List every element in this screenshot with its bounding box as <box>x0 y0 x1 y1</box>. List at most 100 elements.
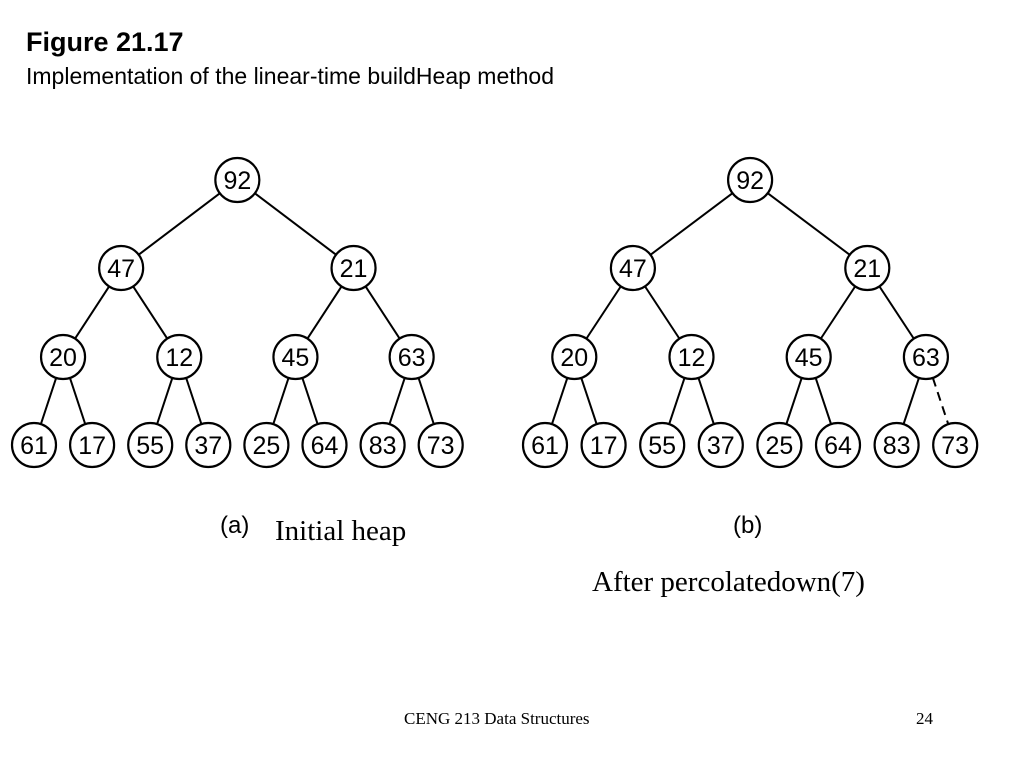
node-circle <box>756 421 803 469</box>
tree-edge <box>580 377 598 425</box>
heap-node: 45 <box>272 333 319 381</box>
node-circle <box>668 333 715 381</box>
heap-node: 37 <box>697 421 744 469</box>
tree-edge <box>902 377 920 425</box>
tree-edge <box>668 377 686 425</box>
node-circle <box>551 333 598 381</box>
tree-edge <box>185 377 203 425</box>
node-value: 17 <box>590 432 618 460</box>
heap-node: 25 <box>243 421 290 469</box>
node-circle <box>932 421 979 469</box>
heap-node: 92 <box>214 156 261 204</box>
tree-edge <box>39 377 58 425</box>
node-circle <box>330 244 377 292</box>
tree-edge <box>306 285 343 340</box>
tree-edge <box>814 377 832 425</box>
node-value: 92 <box>223 167 251 195</box>
node-circle <box>785 333 832 381</box>
node-circle <box>243 421 290 469</box>
node-value: 20 <box>560 344 588 372</box>
node-value: 20 <box>49 344 77 372</box>
heap-node: 63 <box>388 333 435 381</box>
tree-edge <box>156 377 174 425</box>
node-value: 12 <box>165 344 193 372</box>
node-value: 21 <box>340 255 368 283</box>
node-value: 21 <box>853 255 881 283</box>
node-value: 47 <box>107 255 135 283</box>
heap-node: 20 <box>551 333 598 381</box>
figure-subtitle: Implementation of the linear-time buildH… <box>26 63 555 89</box>
node-value: 55 <box>648 432 676 460</box>
tree-edge <box>417 377 435 425</box>
heap-node: 83 <box>873 421 920 469</box>
node-value: 17 <box>78 432 106 460</box>
node-value: 12 <box>678 344 706 372</box>
node-value: 37 <box>194 432 222 460</box>
node-circle <box>902 333 950 381</box>
node-circle <box>359 421 406 469</box>
heap-node: 61 <box>10 421 58 469</box>
node-circle <box>814 421 862 469</box>
tree-edge <box>585 285 622 340</box>
heap-node: 64 <box>814 421 862 469</box>
node-value: 92 <box>736 167 764 195</box>
diagram-b-label: (b) <box>733 512 763 539</box>
heap-node: 64 <box>301 421 348 469</box>
node-circle <box>580 421 627 469</box>
diagram-a-label: (a) <box>220 512 250 539</box>
node-circle <box>272 333 319 381</box>
tree-edge <box>132 285 169 340</box>
node-value: 63 <box>398 344 426 372</box>
node-value: 25 <box>252 432 280 460</box>
heap-node: 55 <box>639 421 686 469</box>
node-circle <box>873 421 920 469</box>
heap-node: 83 <box>359 421 406 469</box>
node-circle <box>639 421 686 469</box>
node-value: 61 <box>20 432 48 460</box>
node-value: 73 <box>427 432 455 460</box>
tree-edge <box>878 285 915 340</box>
tree-edge <box>272 377 290 425</box>
tree-edge <box>819 285 857 340</box>
heap-node: 45 <box>785 333 832 381</box>
heap-node: 37 <box>185 421 232 469</box>
node-circle <box>98 244 145 292</box>
tree-edge <box>254 192 337 256</box>
node-value: 73 <box>941 432 969 460</box>
node-circle <box>214 156 261 204</box>
heap-node: 20 <box>39 333 87 381</box>
dashed-edge <box>931 377 950 425</box>
node-circle <box>844 244 891 292</box>
node-circle <box>697 421 744 469</box>
node-circle <box>301 421 348 469</box>
node-circle <box>10 421 58 469</box>
footer-course: CENG 213 Data Structures <box>404 709 590 728</box>
tree-edge <box>697 377 715 425</box>
heap-node: 21 <box>844 244 891 292</box>
heap-node: 12 <box>156 333 203 381</box>
node-value: 37 <box>707 432 735 460</box>
node-circle <box>68 421 116 469</box>
node-value: 47 <box>619 255 647 283</box>
tree-edge <box>785 377 803 425</box>
node-value: 45 <box>795 344 823 372</box>
tree-edge <box>74 285 110 340</box>
heap-node: 21 <box>330 244 377 292</box>
heap-node: 73 <box>932 421 979 469</box>
tree-edge <box>644 285 681 340</box>
heap-node: 47 <box>609 244 657 292</box>
diagram-b-caption: After percolatedown(7) <box>592 566 865 598</box>
figure-title: Figure 21.17 <box>26 27 184 57</box>
node-value: 63 <box>912 344 940 372</box>
node-circle <box>39 333 87 381</box>
heap-node: 61 <box>521 421 569 469</box>
node-circle <box>417 421 464 469</box>
diagram-a-caption: Initial heap <box>275 515 407 547</box>
node-circle <box>388 333 435 381</box>
heap-node: 17 <box>580 421 627 469</box>
node-circle <box>156 333 203 381</box>
heap-node: 17 <box>68 421 116 469</box>
heap-node: 92 <box>726 156 774 204</box>
